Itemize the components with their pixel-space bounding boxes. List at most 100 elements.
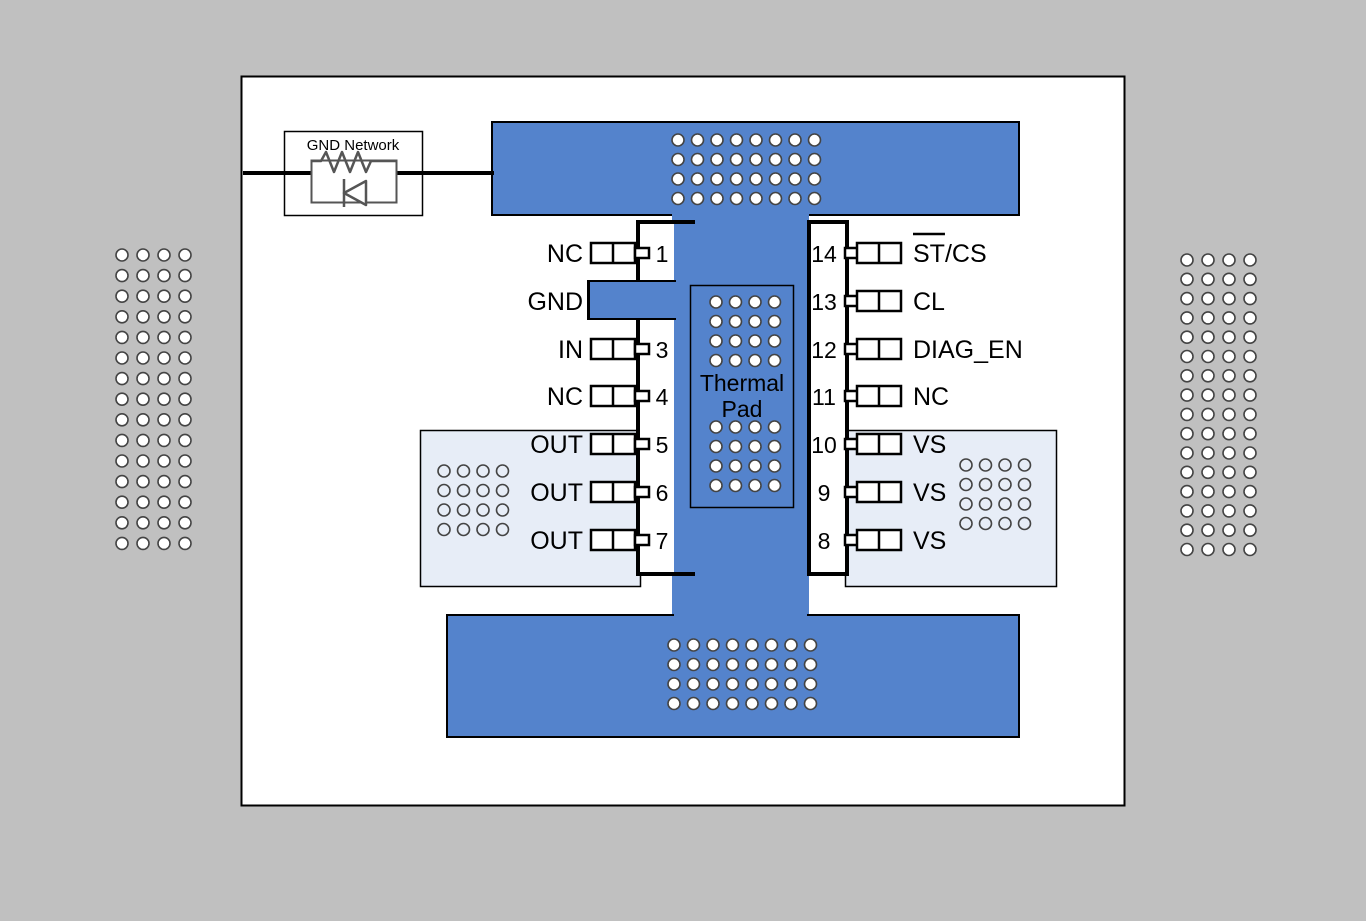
via (686, 677, 701, 691)
pin-label: VS (913, 527, 946, 555)
via (1201, 465, 1215, 480)
via (178, 351, 192, 365)
via (1201, 311, 1215, 325)
via (178, 248, 192, 262)
via (1222, 523, 1236, 538)
via (748, 353, 762, 368)
via (1222, 504, 1236, 518)
via (728, 459, 743, 473)
via (157, 351, 171, 365)
via (1222, 368, 1236, 383)
via (767, 295, 782, 309)
via (745, 677, 759, 691)
via-array-vs-region (959, 458, 1032, 531)
via (1201, 446, 1215, 460)
via (767, 353, 782, 368)
via (1180, 446, 1194, 460)
via (1243, 542, 1257, 557)
via (178, 412, 192, 427)
via (136, 351, 150, 365)
via (178, 474, 192, 489)
via (767, 314, 782, 329)
via (495, 522, 510, 537)
via (1017, 516, 1032, 531)
via (178, 515, 192, 530)
via (136, 474, 150, 489)
via (709, 420, 723, 434)
via (437, 503, 451, 517)
via (768, 152, 783, 167)
via (1201, 272, 1215, 287)
via (729, 133, 744, 147)
pin-label: NC (547, 383, 583, 411)
via (998, 516, 1012, 531)
via (437, 483, 451, 498)
via (803, 696, 818, 711)
via (157, 330, 171, 345)
via-array-outer-right (1180, 253, 1257, 557)
via (1201, 291, 1215, 306)
via (157, 412, 171, 427)
via (729, 152, 744, 167)
via (807, 133, 822, 147)
via (667, 696, 681, 711)
via (671, 133, 685, 147)
via (157, 515, 171, 530)
via (788, 172, 802, 186)
via (157, 392, 171, 407)
pin-label: NC (547, 240, 583, 268)
via (115, 392, 129, 407)
via (1243, 484, 1257, 499)
via (178, 330, 192, 345)
via (1243, 368, 1257, 383)
pin-number: 5 (656, 432, 669, 458)
pin-number: 7 (656, 528, 669, 554)
pin-label: VS (913, 479, 946, 507)
via (709, 459, 723, 473)
via (437, 522, 451, 537)
via (728, 420, 743, 434)
pin-left-1[interactable]: 1NC (547, 240, 669, 268)
via (728, 314, 743, 329)
via (725, 696, 740, 711)
via (1180, 465, 1194, 480)
via (1222, 330, 1236, 345)
via (709, 314, 723, 329)
via (1017, 458, 1032, 472)
via (157, 268, 171, 283)
via (115, 454, 129, 468)
pin-left-3[interactable]: 3IN (558, 336, 668, 364)
via (764, 696, 779, 711)
pin-left-gnd[interactable]: GND (527, 288, 583, 316)
via (157, 248, 171, 262)
via (728, 334, 743, 348)
via (115, 371, 129, 386)
via (706, 677, 720, 691)
pin-number: 4 (656, 384, 669, 410)
via (788, 133, 802, 147)
pin-stub (633, 342, 651, 356)
via (686, 696, 701, 711)
via (178, 454, 192, 468)
gnd-network-title: GND Network (307, 137, 400, 154)
via (1243, 504, 1257, 518)
pin-stub (633, 389, 651, 403)
pin-left-4[interactable]: 4 NC (547, 383, 669, 411)
via (1180, 253, 1194, 267)
via (495, 464, 510, 478)
via (710, 152, 724, 167)
via-array-bottom-pour (667, 638, 818, 711)
via (764, 638, 779, 652)
